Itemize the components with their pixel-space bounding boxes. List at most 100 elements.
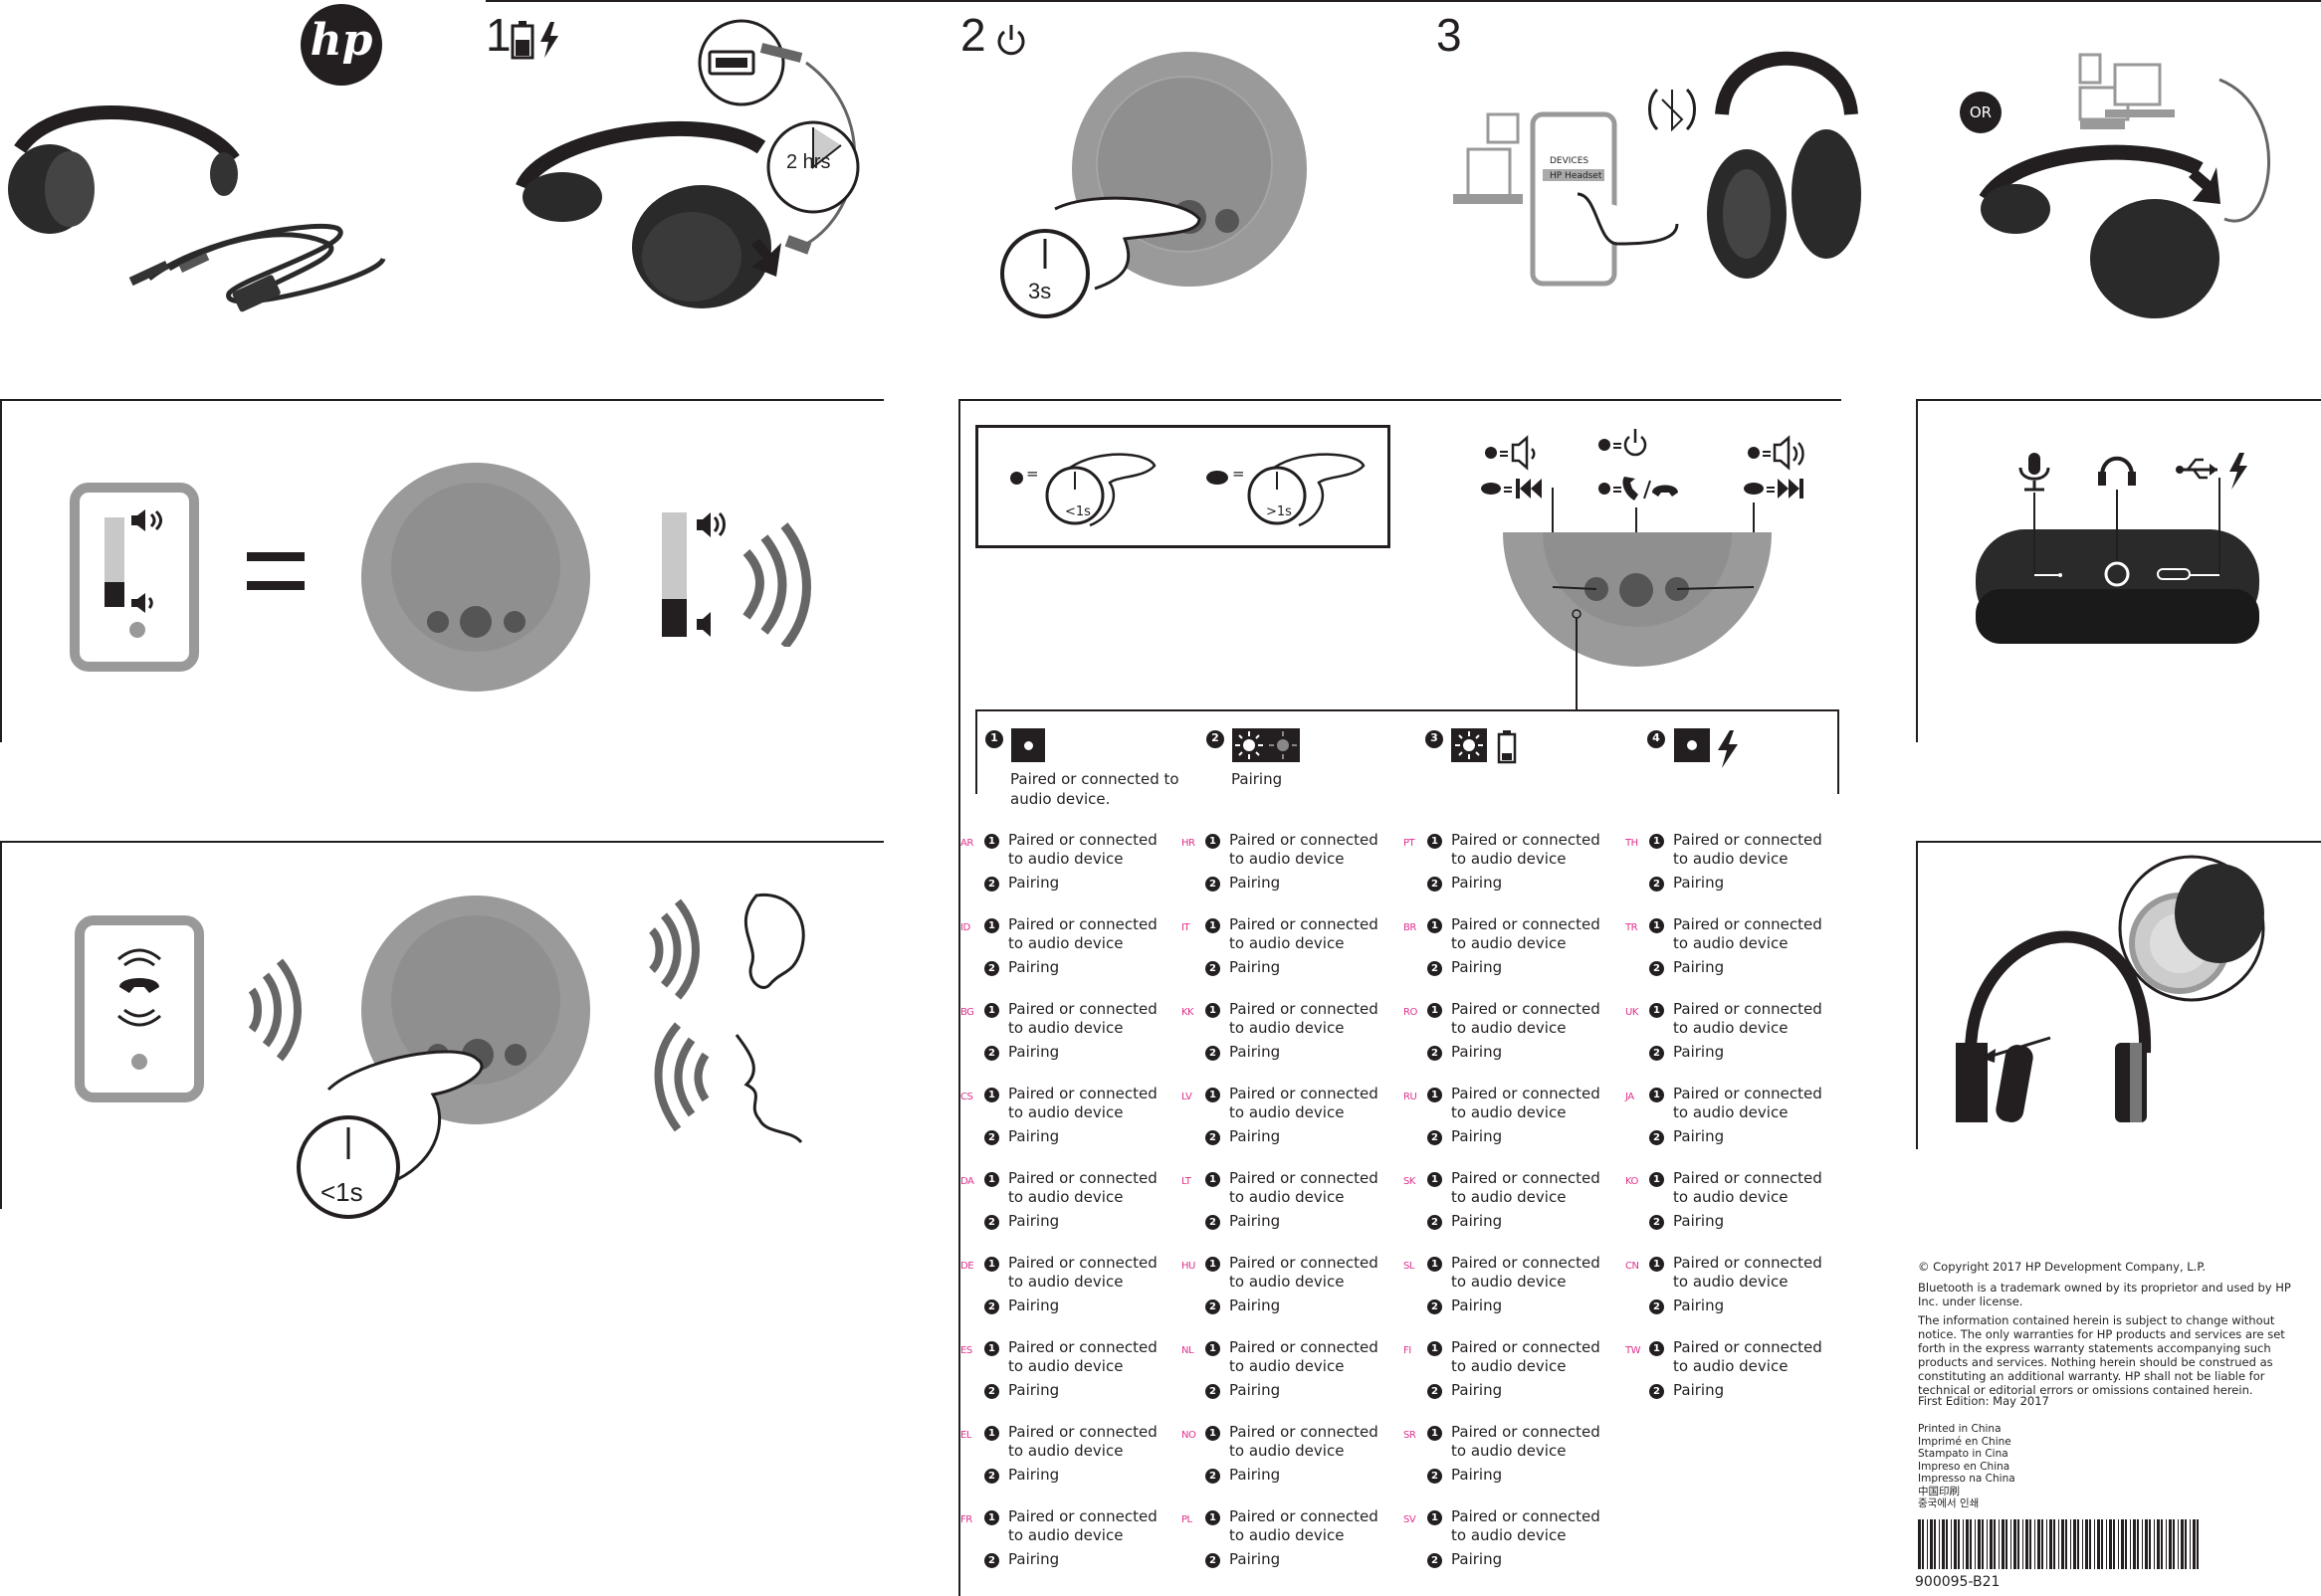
number-badge-1: 1 [1205,1003,1220,1018]
barcode-bar [1922,1519,1924,1569]
barcode-bar [2154,1519,2155,1569]
number-badge-1: 1 [1427,1088,1442,1102]
barcode-bar [2149,1519,2151,1569]
led-state-1-text: Paired or connected to audio device [1451,1169,1600,1206]
barcode-bar [2037,1519,2040,1569]
number-badge-1: 1 [1205,1257,1220,1272]
barcode-bar [2130,1519,2131,1569]
barcode-bar [1930,1519,1933,1569]
number-badge-1: 1 [1427,1510,1442,1525]
number-badge-2: 2 [1205,1130,1220,1145]
number-badge-2: 2 [1205,1553,1220,1568]
battery-charging-icon [511,21,558,60]
led-state-2-text: Pairing [1673,1381,1725,1399]
led-state-2-text: Pairing [1229,1043,1281,1061]
led-legend-4-num: 4 [1652,731,1660,744]
language-code: FI [1403,1345,1411,1356]
language-code: UK [1625,1007,1638,1018]
led-state-1-text: Paired or connected to audio device [1229,831,1378,868]
number-badge-2: 2 [1649,1130,1664,1145]
number-badge-1: 1 [1205,1088,1220,1102]
barcode-bar [2101,1519,2103,1569]
barcode-bar [2022,1519,2023,1569]
led-state-1-text: Paired or connected to audio device [1451,1507,1600,1544]
number-badge-2: 2 [1427,1130,1442,1145]
barcode-bar [2029,1519,2031,1569]
led-state-2-text: Pairing [1451,1212,1503,1230]
led-state-1-text: Paired or connected to audio device [1451,1423,1600,1460]
led-state-1-text: Paired or connected to audio device [1229,1085,1378,1121]
number-badge-1: 1 [984,1003,999,1018]
right-rule-v [1916,399,1918,742]
barcode-bar [2046,1519,2047,1569]
led-legend-1-badge [985,730,1003,748]
long-press-dot [1206,471,1228,485]
barcode-bar [2094,1519,2095,1569]
box-contents-illustration [8,105,386,312]
led-state-1-text: Paired or connected to audio device [1008,1000,1158,1037]
number-badge-1: 1 [1427,1341,1442,1356]
right-rule-top [1916,399,2321,401]
barcode-bar [1946,1519,1948,1569]
led-state-1-text: Paired or connected to audio device [1451,1085,1600,1121]
led-legend-1-text: Paired or connected to audio device. [1010,770,1179,808]
number-badge-2: 2 [1205,961,1220,976]
number-badge-2: 2 [984,1299,999,1314]
led-state-2-text: Pairing [1229,1466,1281,1484]
barcode-bar [1982,1519,1984,1569]
led-state-1-text: Paired or connected to audio device [1673,1169,1822,1206]
led-state-2-text: Pairing [1008,1127,1060,1145]
language-code: TW [1625,1345,1641,1356]
barcode-bar [1978,1519,1981,1569]
barcode-bar [2049,1519,2052,1569]
aux-cable-illustration [1979,53,2271,318]
hp-logo [301,4,382,86]
barcode-bar [1918,1519,1921,1569]
barcode-bar [2118,1519,2119,1569]
language-code: EL [960,1430,971,1441]
barcode-bar [2061,1519,2064,1569]
language-code: PT [1403,838,1415,849]
language-code: KO [1625,1176,1638,1187]
device-name-label: HP Headset [1550,171,1602,181]
language-code: NO [1181,1430,1196,1441]
led-legend-2-badge [1206,730,1224,748]
language-code: TR [1625,922,1638,933]
barcode-bar [1975,1519,1976,1569]
barcode-bar [2133,1519,2136,1569]
volume-down-icon [131,593,153,613]
led-state-1-text: Paired or connected to audio device [1008,1338,1158,1375]
number-badge-2: 2 [1427,1384,1442,1399]
charge-time-label: 2 hrs [786,151,831,173]
short-press-illustration [1045,453,1157,527]
led-state-2-text: Pairing [1451,958,1503,976]
number-badge-2: 2 [1427,1046,1442,1061]
led-state-2-text: Pairing [1451,1297,1503,1314]
printed-in-line: Impresso na China [1918,1473,2015,1485]
ear-cushion-replacement-illustration [1956,855,2265,1122]
button-functions-diagram [1481,429,1804,711]
number-badge-2: 2 [1649,1384,1664,1399]
language-code: RU [1403,1092,1417,1102]
language-code: SR [1403,1430,1416,1441]
barcode-bar [1966,1519,1969,1569]
barcode-bar [1987,1519,1988,1569]
language-code: SV [1403,1514,1416,1525]
long-press-eq: = [1232,465,1245,483]
call-phone-illustration [75,915,204,1102]
number-badge-1: 1 [1649,1341,1664,1356]
number-badge-2: 2 [1427,961,1442,976]
led-state-1-text: Paired or connected to audio device [1008,1423,1158,1460]
barcode-bar [2109,1519,2112,1569]
barcode-bar [1963,1519,1964,1569]
led-state-1-text: Paired or connected to audio device [1229,1000,1378,1037]
led-state-2-text: Pairing [1008,1043,1060,1061]
long-press-illustration [1247,453,1366,527]
led-state-2-text: Pairing [1451,1127,1503,1145]
barcode-bar [2053,1519,2055,1569]
barcode-bar [2065,1519,2067,1569]
number-badge-2: 2 [984,877,999,892]
language-code: CN [1625,1261,1639,1272]
led-state-1-text: Paired or connected to audio device [1673,915,1822,952]
